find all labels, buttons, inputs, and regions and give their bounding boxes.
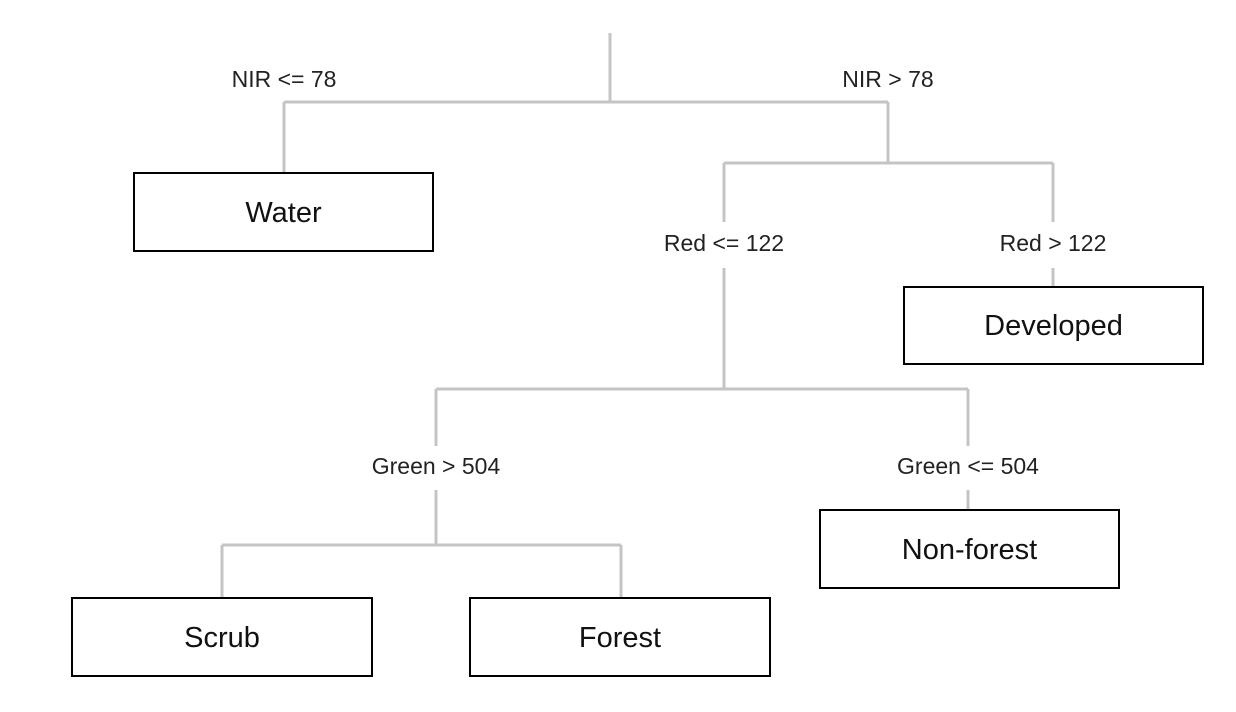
split-label-green-right: Green <= 504: [897, 453, 1039, 479]
split-labels: NIR <= 78 NIR > 78 Red <= 122 Red > 122 …: [232, 66, 1107, 479]
split-label-red-left: Red <= 122: [664, 230, 784, 256]
split-label-green-left: Green > 504: [372, 453, 501, 479]
tree-edges: [220, 33, 1055, 598]
split-label-nir-left: NIR <= 78: [232, 66, 337, 92]
leaf-label-developed: Developed: [984, 310, 1123, 342]
leaf-node-water: Water: [133, 172, 434, 252]
leaf-label-non-forest: Non-forest: [902, 534, 1037, 566]
leaf-label-scrub: Scrub: [184, 622, 260, 654]
leaf-node-forest: Forest: [469, 597, 771, 677]
split-label-red-right: Red > 122: [1000, 230, 1107, 256]
leaf-node-scrub: Scrub: [71, 597, 373, 677]
leaf-node-developed: Developed: [903, 286, 1204, 365]
leaf-label-water: Water: [245, 197, 322, 229]
leaf-node-non-forest: Non-forest: [819, 509, 1120, 589]
leaf-label-forest: Forest: [579, 622, 661, 654]
split-label-nir-right: NIR > 78: [842, 66, 933, 92]
